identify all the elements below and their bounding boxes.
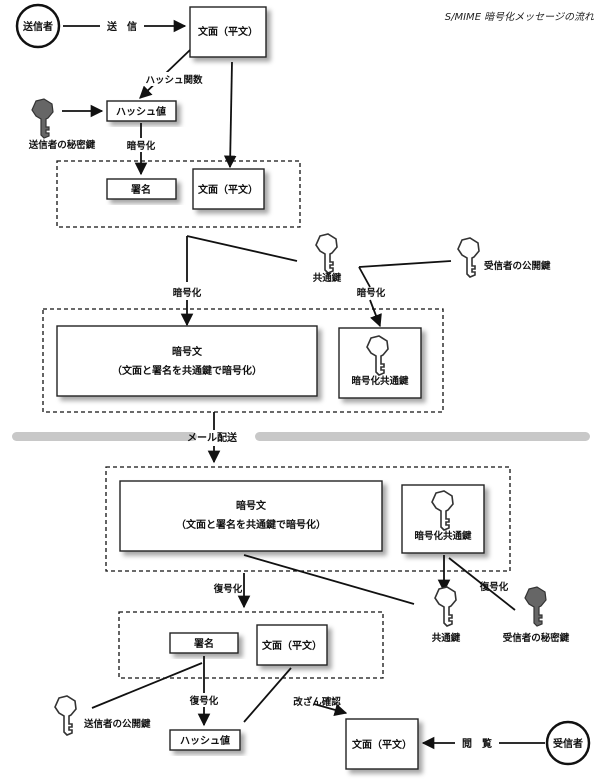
svg-text:暗号化共通鍵: 暗号化共通鍵 bbox=[351, 375, 409, 387]
sender-public-key-label: 送信者の公開鍵 bbox=[83, 718, 151, 730]
decrypt-key-label: 復号化 bbox=[479, 581, 509, 593]
common-key-decrypt-line bbox=[243, 554, 415, 605]
svg-text:署名: 署名 bbox=[193, 637, 214, 650]
plaintext-box-final: 文面（平文） bbox=[345, 718, 419, 770]
encrypt-body-label: 暗号化 bbox=[173, 287, 202, 299]
ciphertext-box-bottom: 暗号文 （文面と署名を共通鍵で暗号化） bbox=[119, 480, 383, 552]
receiver-private-key-icon bbox=[524, 586, 547, 627]
tamper-check-arrow bbox=[313, 703, 348, 716]
svg-text:暗号文: 暗号文 bbox=[172, 345, 203, 358]
encrypted-message-group-bottom bbox=[105, 466, 511, 572]
mail-delivery-label: メール配送 bbox=[187, 431, 238, 444]
hash-function-label: ハッシュ関数 bbox=[145, 74, 203, 86]
signed-message-group bbox=[56, 160, 301, 228]
hash-value-box-top: ハッシュ値 bbox=[106, 100, 177, 122]
encrypted-common-key-box-bottom: 暗号化共通鍵 bbox=[401, 484, 485, 554]
plaintext-box-signed: 文面（平文） bbox=[192, 168, 265, 210]
svg-text:文面（平文）: 文面（平文） bbox=[198, 183, 258, 196]
browse-label: 閲 覧 bbox=[462, 737, 492, 750]
decrypt-body-label: 復号化 bbox=[213, 583, 243, 595]
common-key-icon-bottom bbox=[434, 586, 457, 627]
common-key-line-left bbox=[186, 235, 298, 262]
svg-text:ハッシュ値: ハッシュ値 bbox=[180, 734, 230, 747]
public-key-line bbox=[358, 260, 452, 268]
svg-text:（文面と署名を共通鍵で暗号化）: （文面と署名を共通鍵で暗号化） bbox=[112, 364, 262, 377]
sender-private-key-label: 送信者の秘密鍵 bbox=[28, 139, 96, 151]
public-key-line-down bbox=[358, 266, 371, 288]
decrypt-hash-label: 復号化 bbox=[189, 695, 219, 707]
svg-text:文面（平文）: 文面（平文） bbox=[198, 25, 258, 38]
encrypt-hash-label: 暗号化 bbox=[127, 140, 156, 152]
svg-text:暗号化共通鍵: 暗号化共通鍵 bbox=[414, 530, 472, 542]
decrypted-message-group bbox=[118, 611, 384, 679]
sender-private-key-icon bbox=[31, 98, 54, 139]
common-key-label-bottom: 共通鍵 bbox=[432, 632, 461, 644]
tamper-check-label: 改ざん確認 bbox=[293, 696, 341, 708]
send-label: 送 信 bbox=[106, 20, 137, 33]
sender-node: 送信者 bbox=[15, 3, 61, 49]
receiver-private-key-label: 受信者の秘密鍵 bbox=[503, 632, 570, 644]
receiver-node: 受信者 bbox=[545, 720, 591, 766]
encrypt-key-label: 暗号化 bbox=[357, 287, 386, 299]
receiver-public-key-icon bbox=[457, 237, 480, 278]
ciphertext-box-top: 暗号文 （文面と署名を共通鍵で暗号化） bbox=[56, 325, 318, 397]
svg-text:暗号文: 暗号文 bbox=[236, 499, 267, 512]
svg-text:（文面と署名を共通鍵で暗号化）: （文面と署名を共通鍵で暗号化） bbox=[176, 518, 326, 531]
tamper-check-line bbox=[243, 667, 292, 723]
plaintext-box-decrypted: 文面（平文） bbox=[256, 624, 328, 666]
hash-value-box-bottom: ハッシュ値 bbox=[169, 729, 241, 751]
plaintext-box-top: 文面（平文） bbox=[189, 6, 267, 58]
receiver-public-key-label: 受信者の公開鍵 bbox=[484, 260, 551, 272]
common-key-icon-top bbox=[315, 233, 338, 274]
common-key-label-top: 共通鍵 bbox=[313, 272, 342, 284]
svg-text:送信者: 送信者 bbox=[22, 20, 53, 33]
svg-text:文面（平文）: 文面（平文） bbox=[262, 639, 322, 652]
signature-box-top: 署名 bbox=[106, 178, 177, 200]
mail-delivery-separator bbox=[12, 432, 590, 441]
diagram-title: S/MIME 暗号化メッセージの流れ bbox=[445, 11, 595, 23]
encrypt-key-arrow bbox=[369, 299, 382, 328]
svg-text:文面（平文）: 文面（平文） bbox=[352, 738, 412, 751]
signature-box-bottom: 署名 bbox=[169, 632, 239, 654]
encrypted-message-group-top bbox=[42, 308, 444, 413]
encrypted-common-key-box-top: 暗号化共通鍵 bbox=[338, 327, 422, 399]
svg-text:受信者: 受信者 bbox=[553, 737, 583, 750]
receiver-private-key-line bbox=[448, 557, 516, 611]
plaintext-down-arrow bbox=[223, 61, 237, 169]
sender-public-key-icon bbox=[54, 695, 77, 736]
svg-text:署名: 署名 bbox=[130, 183, 151, 196]
svg-text:ハッシュ値: ハッシュ値 bbox=[116, 105, 166, 118]
sender-public-key-line bbox=[91, 662, 203, 709]
